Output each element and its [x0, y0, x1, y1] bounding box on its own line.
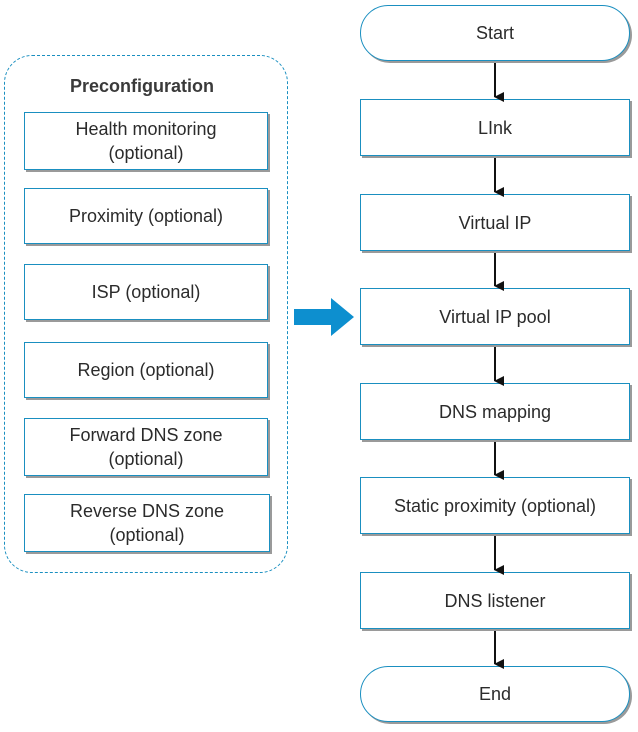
- start-terminal: Start: [360, 5, 630, 61]
- preconfiguration-group: [4, 55, 288, 573]
- forward-dns-zone-box: Forward DNS zone (optional): [24, 418, 268, 476]
- dns-mapping-label: DNS mapping: [438, 401, 552, 422]
- isp-label: ISP (optional): [91, 282, 201, 302]
- end-label: End: [478, 684, 512, 704]
- health-monitoring-label: Health monitoring (optional): [75, 119, 217, 163]
- health-monitoring-box: Health monitoring (optional): [24, 112, 268, 170]
- reverse-dns-zone-label: Reverse DNS zone (optional): [69, 501, 225, 545]
- forward-dns-zone-label: Forward DNS zone (optional): [69, 425, 223, 469]
- reverse-dns-zone-box: Reverse DNS zone (optional): [24, 494, 270, 552]
- start-label: Start: [475, 23, 514, 43]
- proximity-box: Proximity (optional): [24, 188, 268, 244]
- static-proximity-label: Static proximity (optional): [393, 495, 597, 516]
- end-terminal: End: [360, 666, 630, 722]
- proximity-label: Proximity (optional): [68, 206, 224, 226]
- region-box: Region (optional): [24, 342, 268, 398]
- virtual-ip-pool-step: Virtual IP pool: [360, 288, 630, 345]
- dns-listener-step: DNS listener: [360, 572, 630, 629]
- region-label: Region (optional): [77, 360, 215, 380]
- static-proximity-step: Static proximity (optional): [360, 477, 630, 534]
- virtual-ip-label: Virtual IP: [458, 212, 532, 233]
- preconfiguration-to-flow-arrow: [294, 298, 354, 336]
- virtual-ip-pool-label: Virtual IP pool: [439, 306, 551, 327]
- isp-box: ISP (optional): [24, 264, 268, 320]
- dns-mapping-step: DNS mapping: [360, 383, 630, 440]
- preconfiguration-title: Preconfiguration: [69, 76, 214, 96]
- link-step: LInk: [360, 99, 630, 156]
- dns-listener-label: DNS listener: [444, 590, 546, 611]
- link-label: LInk: [477, 117, 513, 138]
